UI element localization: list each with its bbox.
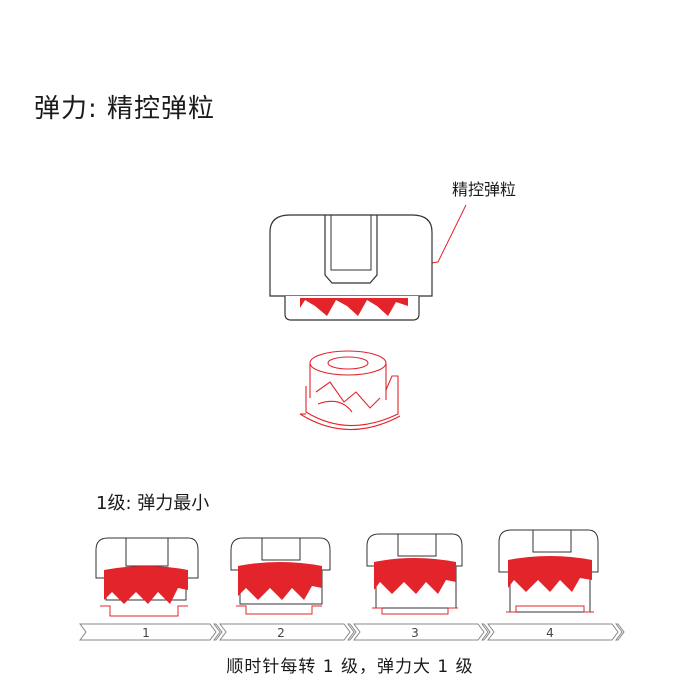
pellet bbox=[299, 350, 401, 431]
level-title: 1级: 弹力最小 bbox=[96, 493, 210, 514]
step-bar: 1 2 3 4 bbox=[79, 623, 625, 641]
level-figure-3 bbox=[366, 533, 463, 615]
step-arrow-4 bbox=[487, 623, 619, 641]
caption: 顺时针每转 1 级，弹力大 1 级 bbox=[226, 657, 474, 677]
level-figure-2 bbox=[230, 537, 331, 615]
callout-label: 精控弹粒 bbox=[452, 180, 517, 199]
main-cap bbox=[269, 214, 433, 321]
step-arrow-2 bbox=[219, 623, 351, 641]
step-arrow-1 bbox=[79, 623, 217, 641]
step-label-4: 4 bbox=[546, 626, 554, 640]
level-figure-1 bbox=[95, 537, 199, 617]
step-arrow-3 bbox=[353, 623, 485, 641]
step-label-2: 2 bbox=[277, 626, 285, 640]
step-label-1: 1 bbox=[142, 626, 150, 640]
page-title: 弹力: 精控弹粒 bbox=[34, 94, 216, 124]
level-figure-4 bbox=[498, 529, 599, 613]
step-label-3: 3 bbox=[411, 626, 419, 640]
